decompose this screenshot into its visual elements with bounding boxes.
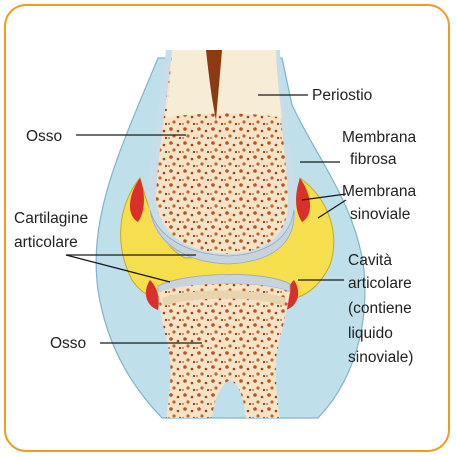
label-cavita-line4: liquido: [348, 325, 393, 342]
label-cavita-line1: Cavità: [348, 252, 392, 269]
label-membrana-sinoviale-line2: sinoviale: [350, 206, 410, 223]
label-cavita-line3: (contiene: [348, 300, 412, 317]
label-membrana-fibrosa-line2: fibrosa: [350, 151, 397, 168]
label-cavita-line5: sinoviale): [348, 349, 413, 366]
label-osso-bottom: Osso: [50, 335, 86, 352]
label-periostio: Periostio: [312, 87, 372, 104]
label-membrana-sinoviale-line1: Membrana: [342, 183, 416, 200]
label-cartilagine-line2: articolare: [14, 234, 78, 251]
label-cartilagine-line1: Cartilagine: [14, 210, 88, 227]
label-osso-top: Osso: [26, 128, 62, 145]
upper-bone-cortex: [166, 50, 282, 118]
label-cavita-line2: articolare: [348, 275, 412, 292]
label-membrana-fibrosa-line1: Membrana: [342, 129, 416, 146]
